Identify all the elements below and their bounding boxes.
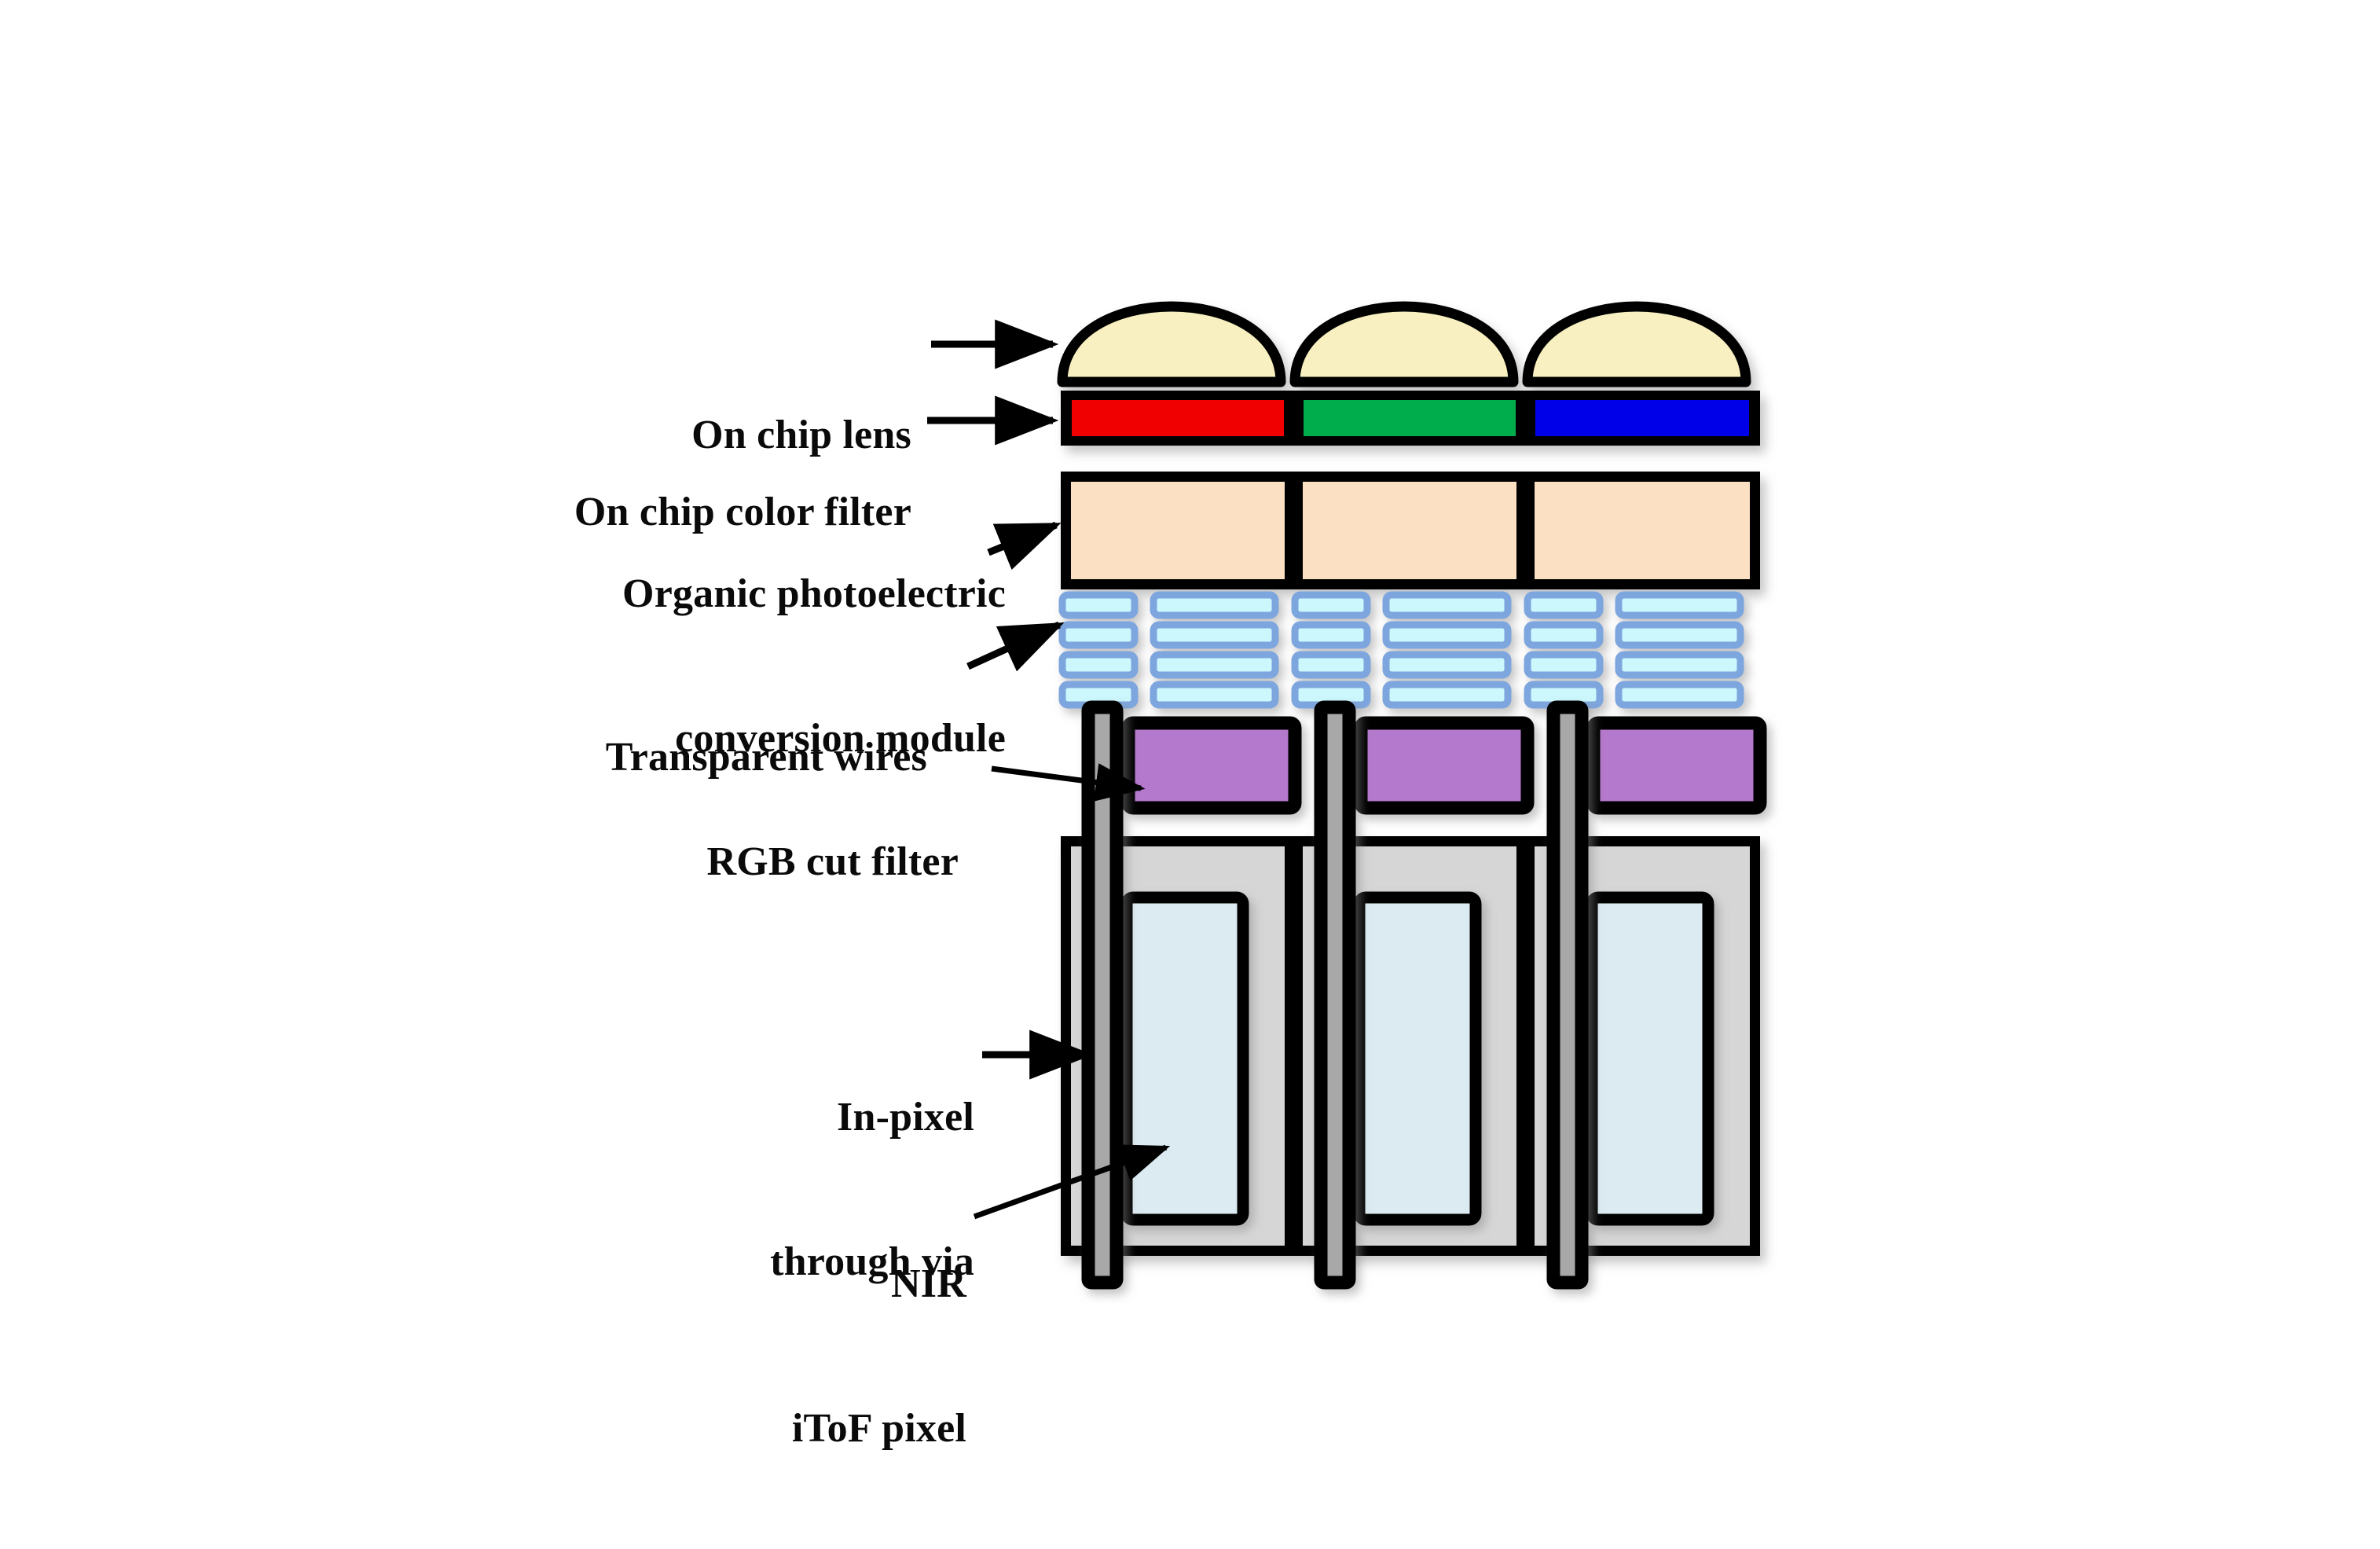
label-organic-photoelectric-conversion-module: Organic photoelectric conversion module (622, 571, 1006, 761)
rgb-cut-filter-2 (1354, 716, 1535, 815)
on-chip-lens-1 (1057, 301, 1286, 387)
on-chip-lens-2 (1289, 301, 1519, 387)
opcm-cell-2 (1303, 482, 1516, 579)
color-filter-green (1304, 400, 1516, 436)
opcm-cell-3 (1535, 482, 1750, 579)
in-pixel-through-via-layer (1081, 700, 1589, 1290)
transparent-wire (1615, 621, 1744, 649)
arrow-rgb-cut-filter (991, 763, 1146, 802)
leader-arrows (927, 319, 1171, 1220)
transparent-wire (1382, 681, 1512, 709)
transparent-wire (1150, 651, 1279, 679)
transparent-wire (1382, 651, 1512, 679)
nir-itof-pixel-layer (1120, 891, 1714, 1226)
color-filter-red (1072, 400, 1284, 436)
transparent-wire (1382, 591, 1512, 619)
nir-itof-pixel-3 (1586, 891, 1714, 1226)
transparent-wire (1291, 591, 1371, 619)
transparent-wire (1615, 681, 1744, 709)
transparent-wire (1615, 591, 1744, 619)
in-pixel-through-via-1 (1081, 700, 1124, 1290)
transparent-wire (1150, 621, 1279, 649)
transparent-wire (1058, 651, 1139, 679)
on-chip-lens-3 (1522, 301, 1751, 387)
label-nir-itof-pixel: NIR iToF pixel (791, 1261, 966, 1451)
transparent-wire (1058, 621, 1139, 649)
rgb-cut-filter-layer (1121, 716, 1767, 815)
nir-itof-pixel-2 (1353, 891, 1482, 1226)
label-on-chip-color-filter: On chip color filter (574, 489, 911, 534)
arrow-transparent-wires (966, 621, 1065, 672)
arrow-organic-photoelectric-conversion-module (987, 521, 1062, 570)
transparent-wire (1150, 681, 1279, 709)
label-rgb-cut-filter: RGB cut filter (706, 839, 959, 884)
transparent-wires-layer (1058, 591, 1744, 709)
transparent-wire (1291, 651, 1371, 679)
label-in-pixel-through-via: In-pixel through via (770, 1094, 974, 1284)
transparent-wire (1524, 651, 1604, 679)
organic-photoelectric-conversion-module-layer (1061, 472, 1760, 589)
on-chip-color-filter-layer (1061, 391, 1760, 446)
in-pixel-through-via-3 (1546, 700, 1589, 1290)
nir-itof-pixel-1 (1120, 891, 1249, 1226)
label-on-chip-lens: On chip lens (691, 412, 911, 457)
in-pixel-through-via-2 (1314, 700, 1356, 1290)
arrow-nir-itof-pixel (973, 1144, 1171, 1220)
transparent-wire (1291, 621, 1371, 649)
transparent-wire (1615, 651, 1744, 679)
rgb-cut-filter-3 (1586, 716, 1767, 815)
on-chip-lens-layer (1057, 301, 1751, 387)
color-filter-blue (1535, 400, 1749, 436)
transparent-wire (1150, 591, 1279, 619)
transparent-wire (1058, 591, 1139, 619)
label-transparent-wires: Transparent wires (605, 734, 927, 780)
transparent-wire (1524, 591, 1604, 619)
transparent-wire (1524, 621, 1604, 649)
rgb-cut-filter-1 (1121, 716, 1302, 815)
opcm-cell-1 (1071, 482, 1285, 579)
transparent-wire (1382, 621, 1512, 649)
